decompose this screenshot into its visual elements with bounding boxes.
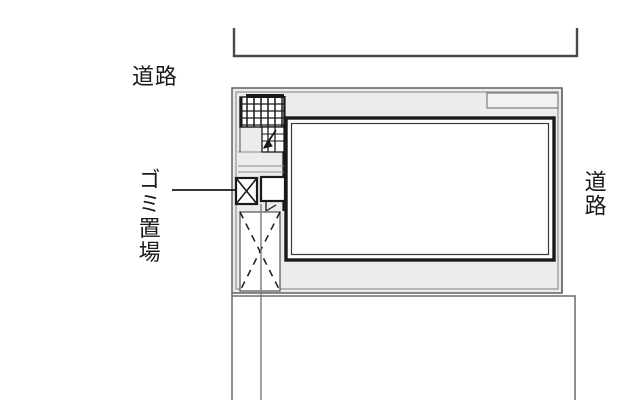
road-boundary-top xyxy=(232,28,579,58)
entrance-rect xyxy=(259,175,287,203)
door-leaf xyxy=(265,204,277,212)
trash-area-box xyxy=(234,176,259,206)
balcony-rect xyxy=(486,92,559,109)
entrance-box xyxy=(259,175,287,212)
main-room xyxy=(284,116,556,262)
road-boundary-top-line xyxy=(232,28,579,58)
label-road-top: 道路 xyxy=(132,65,178,90)
stair-landing xyxy=(261,126,285,153)
stairs-rails xyxy=(240,103,284,126)
stairs xyxy=(239,94,285,128)
stair-direction-arrow-icon xyxy=(263,129,277,149)
parking-cross-2 xyxy=(239,211,281,292)
site-boundary-bottom xyxy=(231,204,576,400)
trash-area-cross-2 xyxy=(235,177,258,205)
site-boundary-bottom-line xyxy=(232,295,576,400)
stairs-treads xyxy=(246,97,283,127)
label-road-right: 道路 xyxy=(580,170,606,219)
stair-landing-body xyxy=(261,126,285,153)
label-trash-area: ゴミ置場 xyxy=(134,168,160,265)
balcony-top-right xyxy=(486,92,559,109)
parking-space xyxy=(239,211,281,292)
main-room-inner-border xyxy=(290,122,550,256)
